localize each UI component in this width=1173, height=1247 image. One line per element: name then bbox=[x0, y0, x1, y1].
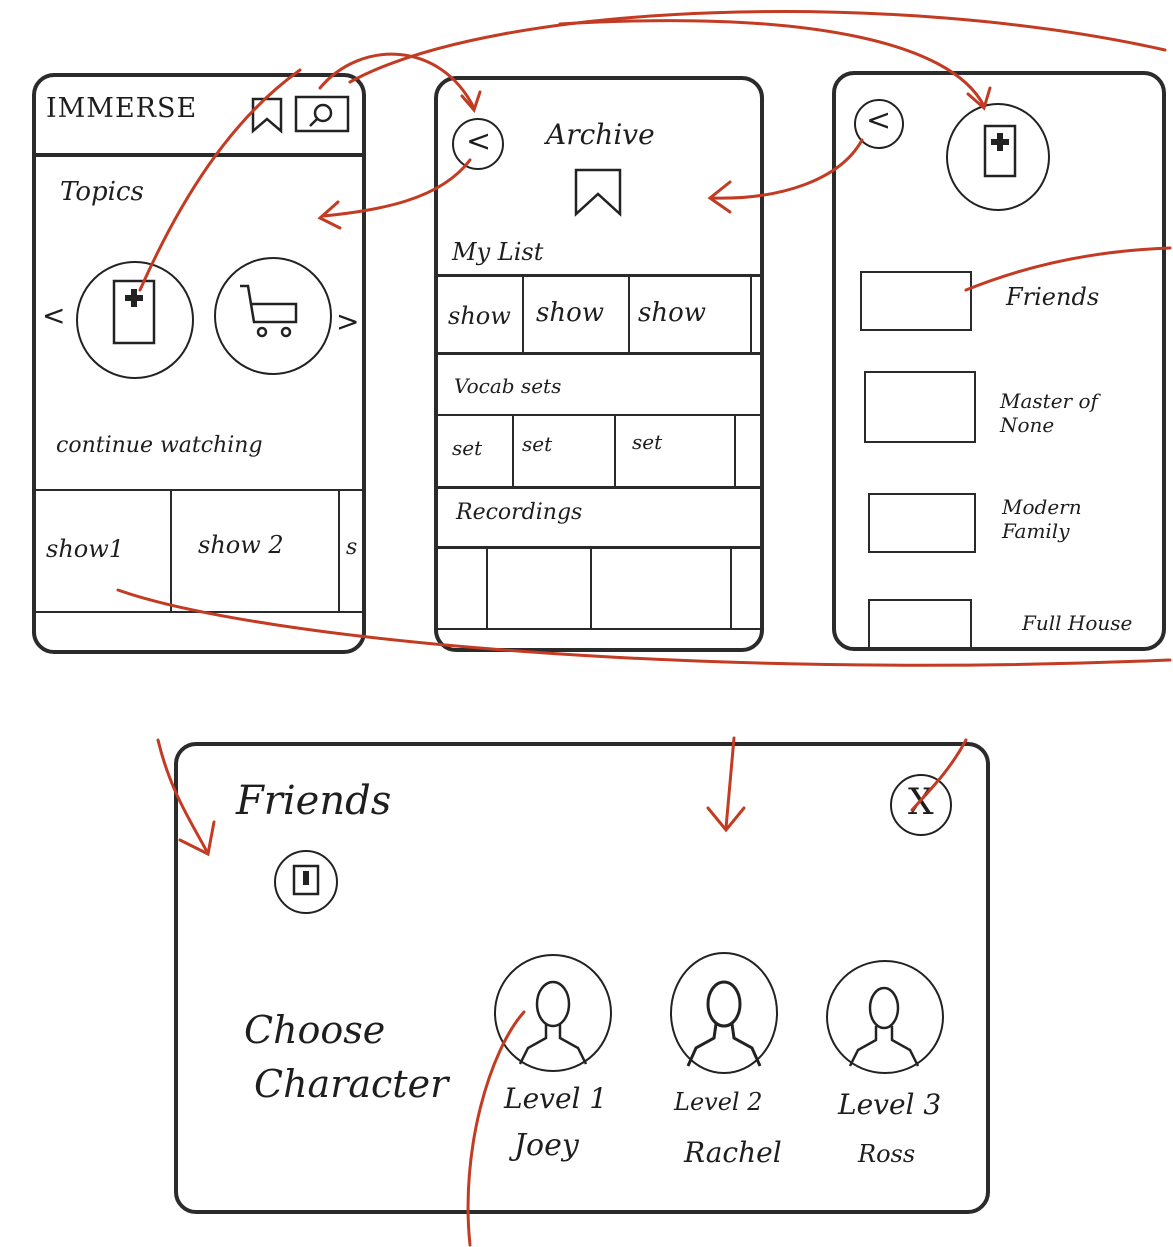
character-level-rachel: Level 2 bbox=[674, 1088, 763, 1116]
show-thumbnail-2[interactable] bbox=[864, 371, 976, 443]
character-avatar-ross[interactable] bbox=[826, 960, 944, 1074]
topics-next-button[interactable]: > bbox=[336, 305, 360, 338]
vocab-bottom bbox=[438, 486, 760, 489]
show-title-2[interactable]: Master of None bbox=[1000, 389, 1098, 437]
topics-label: Topics bbox=[60, 177, 144, 207]
home-screen: IMMERSE Topics < > continue watching sho… bbox=[32, 73, 366, 654]
my-list-item-2[interactable]: show bbox=[536, 298, 604, 328]
vocab-set-3[interactable]: set bbox=[632, 430, 663, 454]
search-icon[interactable] bbox=[294, 95, 350, 133]
character-avatar-rachel[interactable] bbox=[670, 952, 778, 1074]
archive-back-button[interactable] bbox=[452, 118, 504, 170]
modal-topic-circle bbox=[274, 850, 338, 914]
back-arrow-icon: < bbox=[866, 103, 892, 138]
vocab-divider-3 bbox=[734, 416, 736, 486]
back-arrow-icon: < bbox=[466, 124, 492, 159]
recordings-divider-2 bbox=[590, 548, 592, 628]
character-level-joey: Level 1 bbox=[504, 1082, 608, 1115]
vocab-divider-2 bbox=[614, 416, 616, 486]
vocab-sets-label: Vocab sets bbox=[454, 374, 562, 398]
character-level-ross: Level 3 bbox=[838, 1088, 942, 1121]
continue-divider-1 bbox=[170, 491, 172, 611]
vocab-set-1[interactable]: set bbox=[452, 436, 483, 460]
my-list-top bbox=[438, 274, 760, 277]
shopping-cart-icon bbox=[240, 284, 298, 338]
show-title-4[interactable]: Full House bbox=[1022, 611, 1133, 635]
continue-divider-2 bbox=[338, 491, 340, 611]
continue-row-bottom bbox=[36, 611, 362, 613]
choose-character-label-line2: Character bbox=[254, 1062, 449, 1106]
my-list-label: My List bbox=[452, 238, 544, 266]
person-icon bbox=[848, 986, 920, 1067]
continue-show-1[interactable]: show1 bbox=[46, 535, 125, 563]
show-title-1[interactable]: Friends bbox=[1006, 283, 1100, 311]
hospital-door-icon bbox=[112, 279, 156, 345]
show-thumbnail-4[interactable] bbox=[868, 599, 972, 647]
recordings-top bbox=[438, 546, 760, 549]
my-list-item-1[interactable]: show bbox=[448, 302, 511, 330]
app-logo: IMMERSE bbox=[46, 93, 198, 124]
topics-prev-button[interactable]: < bbox=[42, 299, 66, 332]
friends-modal: Friends X Choose Character Level 1 Joey … bbox=[174, 742, 990, 1214]
modal-title: Friends bbox=[236, 778, 392, 824]
character-name-rachel: Rachel bbox=[684, 1136, 782, 1169]
show-thumbnail-1[interactable] bbox=[860, 271, 972, 331]
bookmark-icon bbox=[574, 168, 622, 217]
bookmark-icon[interactable] bbox=[250, 97, 284, 134]
topic-hospital[interactable] bbox=[76, 261, 194, 379]
person-icon bbox=[686, 980, 762, 1067]
character-name-joey: Joey bbox=[514, 1128, 579, 1163]
my-list-divider-2 bbox=[628, 276, 630, 352]
vocab-set-2[interactable]: set bbox=[522, 432, 553, 456]
recordings-divider-3 bbox=[730, 548, 732, 628]
continue-show-3[interactable]: s bbox=[346, 535, 358, 560]
my-list-item-3[interactable]: show bbox=[638, 298, 706, 328]
continue-show-2[interactable]: show 2 bbox=[198, 531, 284, 559]
my-list-divider-1 bbox=[522, 276, 524, 352]
header-divider bbox=[36, 153, 362, 157]
show-title-3[interactable]: Modern Family bbox=[1002, 495, 1082, 543]
recordings-label: Recordings bbox=[456, 500, 583, 525]
person-icon bbox=[518, 980, 588, 1065]
recordings-bottom bbox=[438, 628, 760, 630]
archive-title: Archive bbox=[546, 118, 655, 151]
continue-row-top bbox=[36, 489, 362, 491]
vocab-top bbox=[438, 414, 760, 416]
archive-screen: < Archive My List show show show Vocab s… bbox=[434, 76, 764, 652]
hospital-door-icon bbox=[983, 124, 1017, 178]
recordings-divider-1 bbox=[486, 548, 488, 628]
vocab-divider-1 bbox=[512, 416, 514, 486]
my-list-divider-3 bbox=[750, 276, 752, 352]
continue-watching-label: continue watching bbox=[56, 433, 263, 458]
my-list-bottom bbox=[438, 352, 760, 355]
character-name-ross: Ross bbox=[858, 1140, 916, 1168]
topic-header-circle bbox=[946, 103, 1050, 211]
close-icon: X bbox=[908, 782, 934, 823]
topic-detail-screen: < Friends Master of None Modern Family F… bbox=[832, 71, 1166, 651]
hospital-door-icon bbox=[292, 864, 320, 896]
choose-character-label-line1: Choose bbox=[244, 1008, 386, 1052]
show-thumbnail-3[interactable] bbox=[868, 493, 976, 553]
